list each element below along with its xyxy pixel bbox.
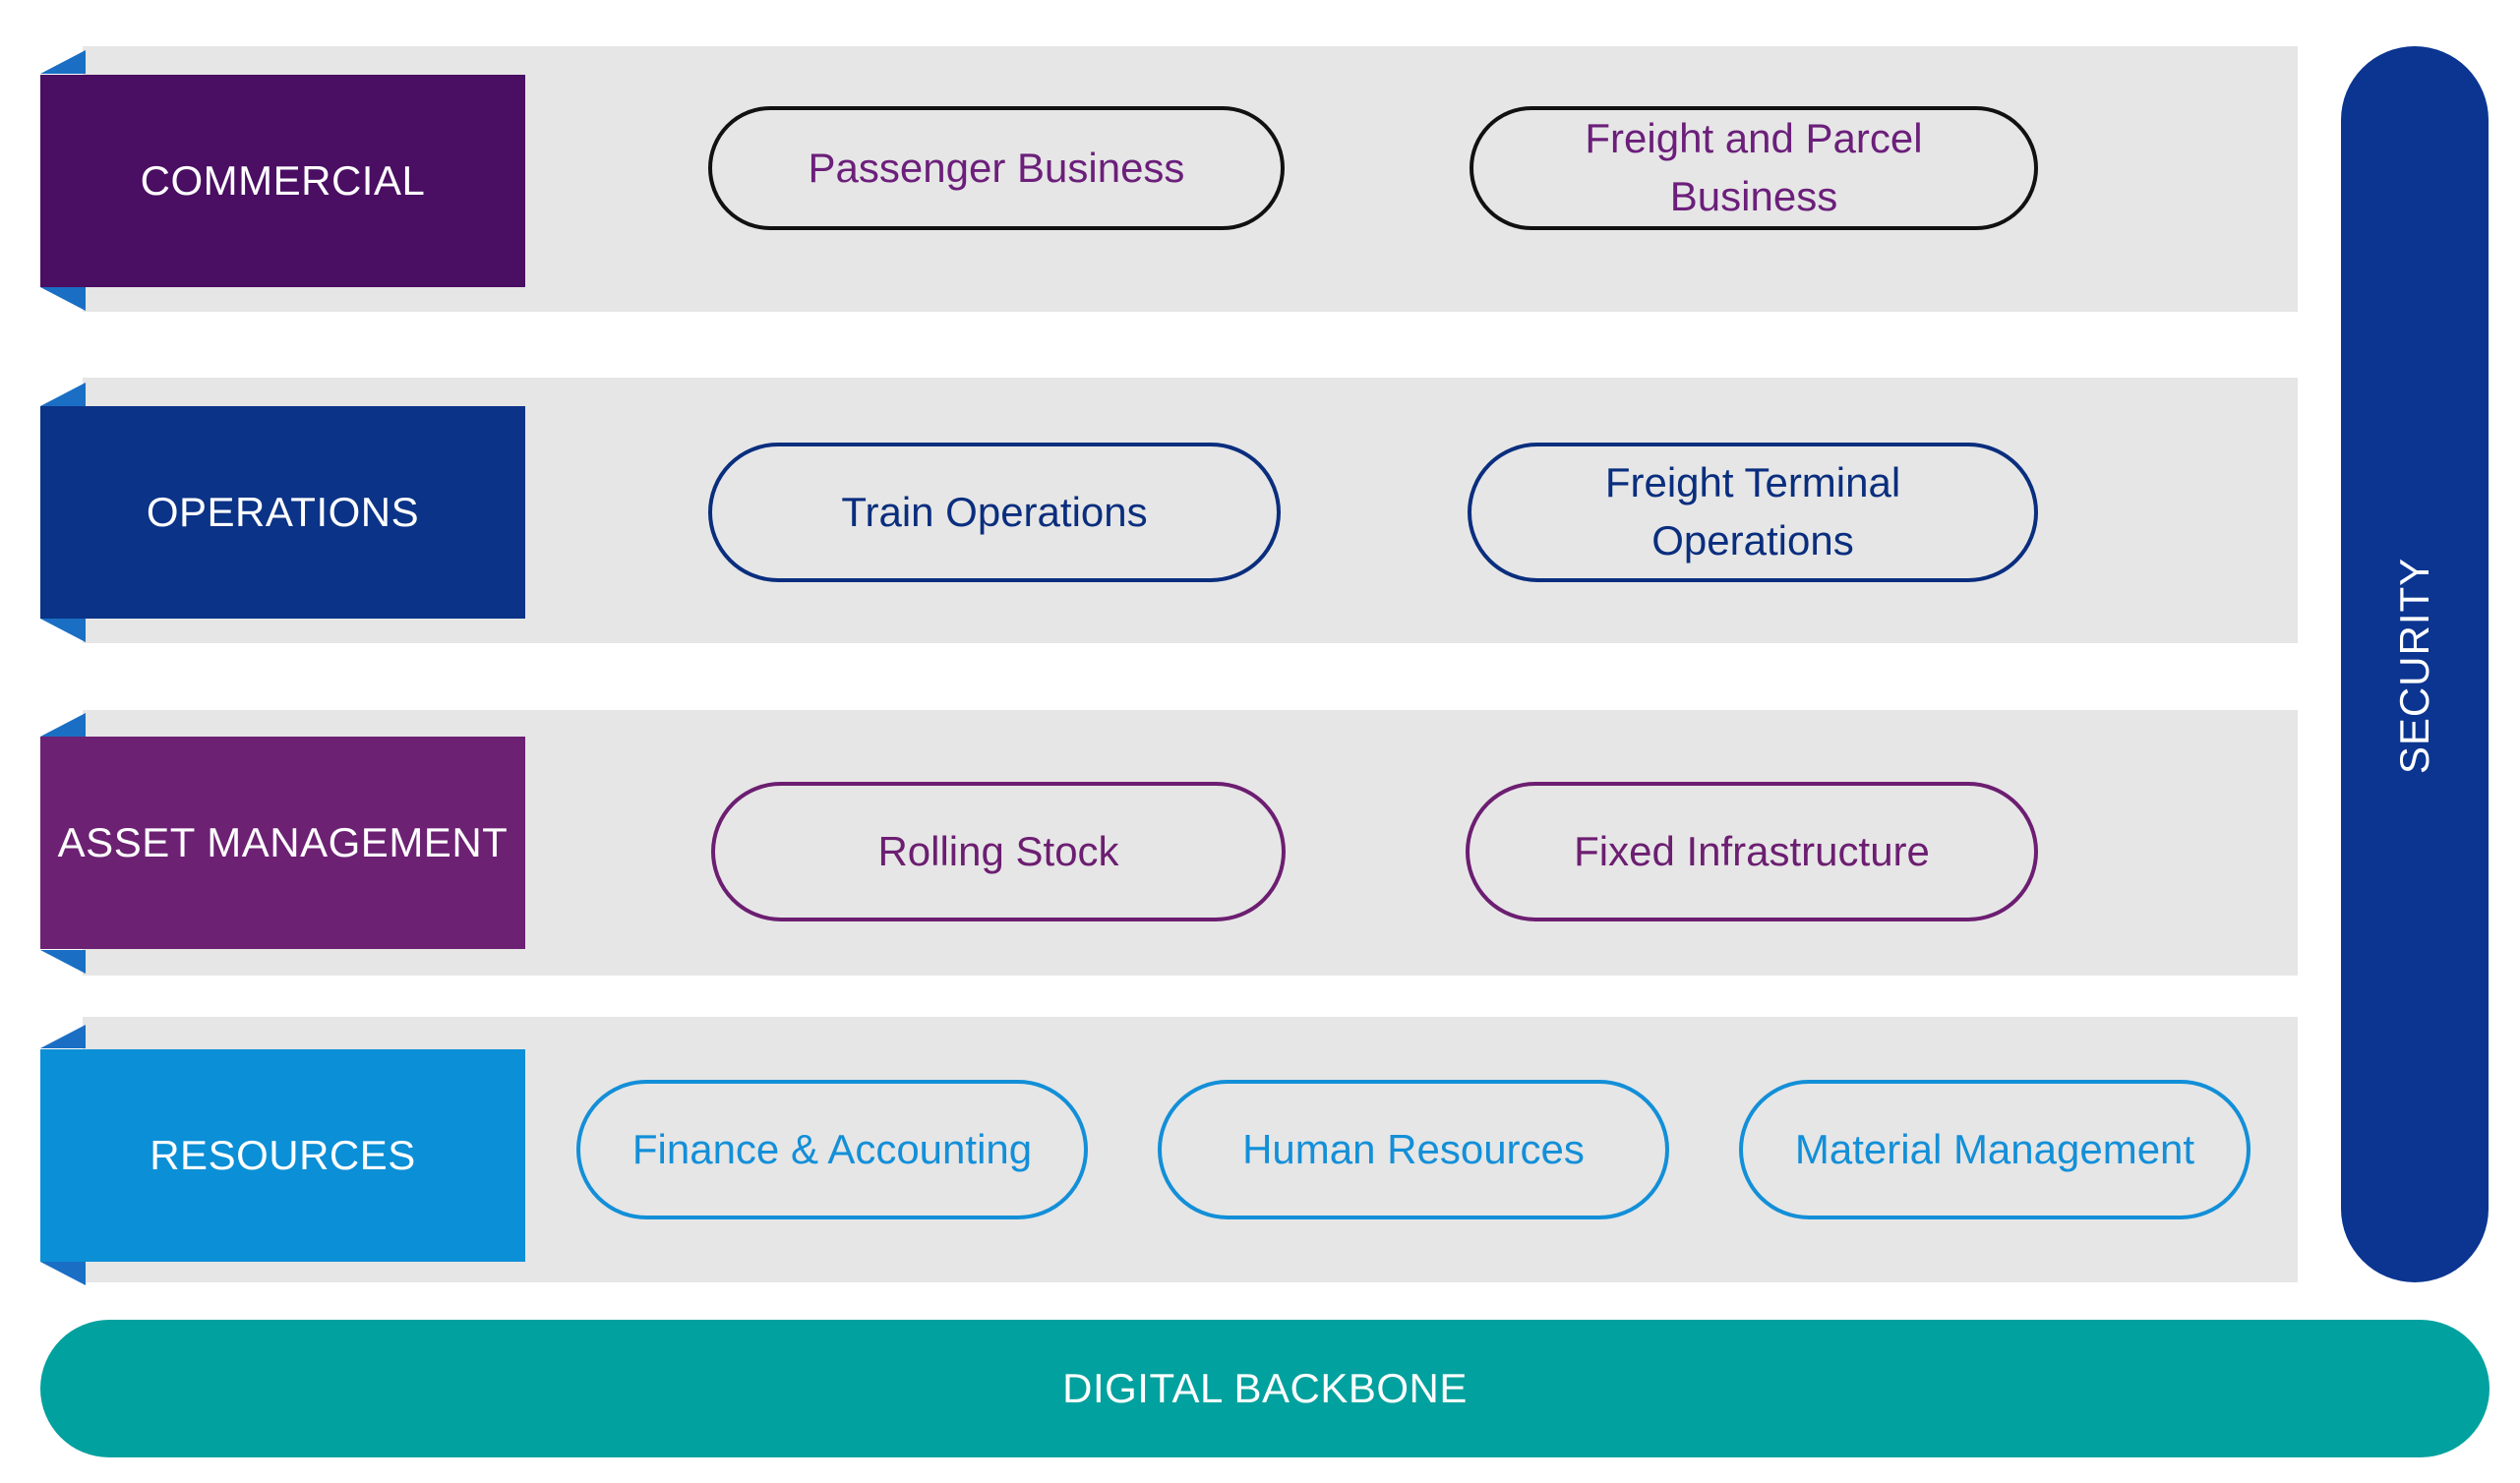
digital-backbone-label: DIGITAL BACKBONE [1062,1365,1468,1411]
freight-terminal-operations-text: Freight Terminal Operations [1604,459,1901,564]
asset-management-label: ASSET MANAGEMENT [40,737,525,949]
material-management-pill: Material Management [1739,1080,2250,1219]
finance-accounting-pill: Finance & Accounting [576,1080,1088,1219]
freight-terminal-operations-pill: Freight Terminal Operations [1468,443,2038,582]
freight-parcel-business-text: Freight and Parcel Business [1585,115,1923,219]
fixed-infrastructure-text: Fixed Infrastructure [1574,827,1930,874]
operations-fold-bottom [40,619,86,642]
resources-label: RESOURCES [40,1049,525,1262]
security-bar: SECURITY [2341,46,2489,1282]
asset-management-fold-bottom [40,950,86,974]
digital-backbone-bar: DIGITAL BACKBONE [40,1320,2490,1457]
operations-label: OPERATIONS [40,406,525,619]
freight-parcel-business-pill: Freight and Parcel Business [1470,106,2038,230]
train-operations-text: Train Operations [841,488,1148,535]
fixed-infrastructure-pill: Fixed Infrastructure [1466,782,2038,921]
commercial-label-text: COMMERCIAL [140,157,426,204]
commercial-label: COMMERCIAL [40,75,525,287]
commercial-fold-bottom [40,287,86,311]
resources-fold-bottom [40,1262,86,1285]
asset-management-label-text: ASSET MANAGEMENT [57,819,509,865]
passenger-business-pill: Passenger Business [708,106,1285,230]
rolling-stock-text: Rolling Stock [877,827,1119,874]
passenger-business-text: Passenger Business [808,144,1185,191]
security-label: SECURITY [2391,557,2437,775]
operations-fold-top [40,383,86,406]
resources-label-text: RESOURCES [150,1132,416,1178]
human-resources-text: Human Resources [1242,1125,1585,1172]
human-resources-pill: Human Resources [1158,1080,1669,1219]
finance-accounting-text: Finance & Accounting [631,1125,1033,1172]
material-management-text: Material Management [1794,1125,2195,1172]
asset-management-fold-top [40,713,86,737]
train-operations-pill: Train Operations [708,443,1281,582]
operations-label-text: OPERATIONS [146,489,420,535]
rolling-stock-pill: Rolling Stock [711,782,1286,921]
commercial-fold-top [40,50,86,74]
resources-fold-top [40,1025,86,1048]
